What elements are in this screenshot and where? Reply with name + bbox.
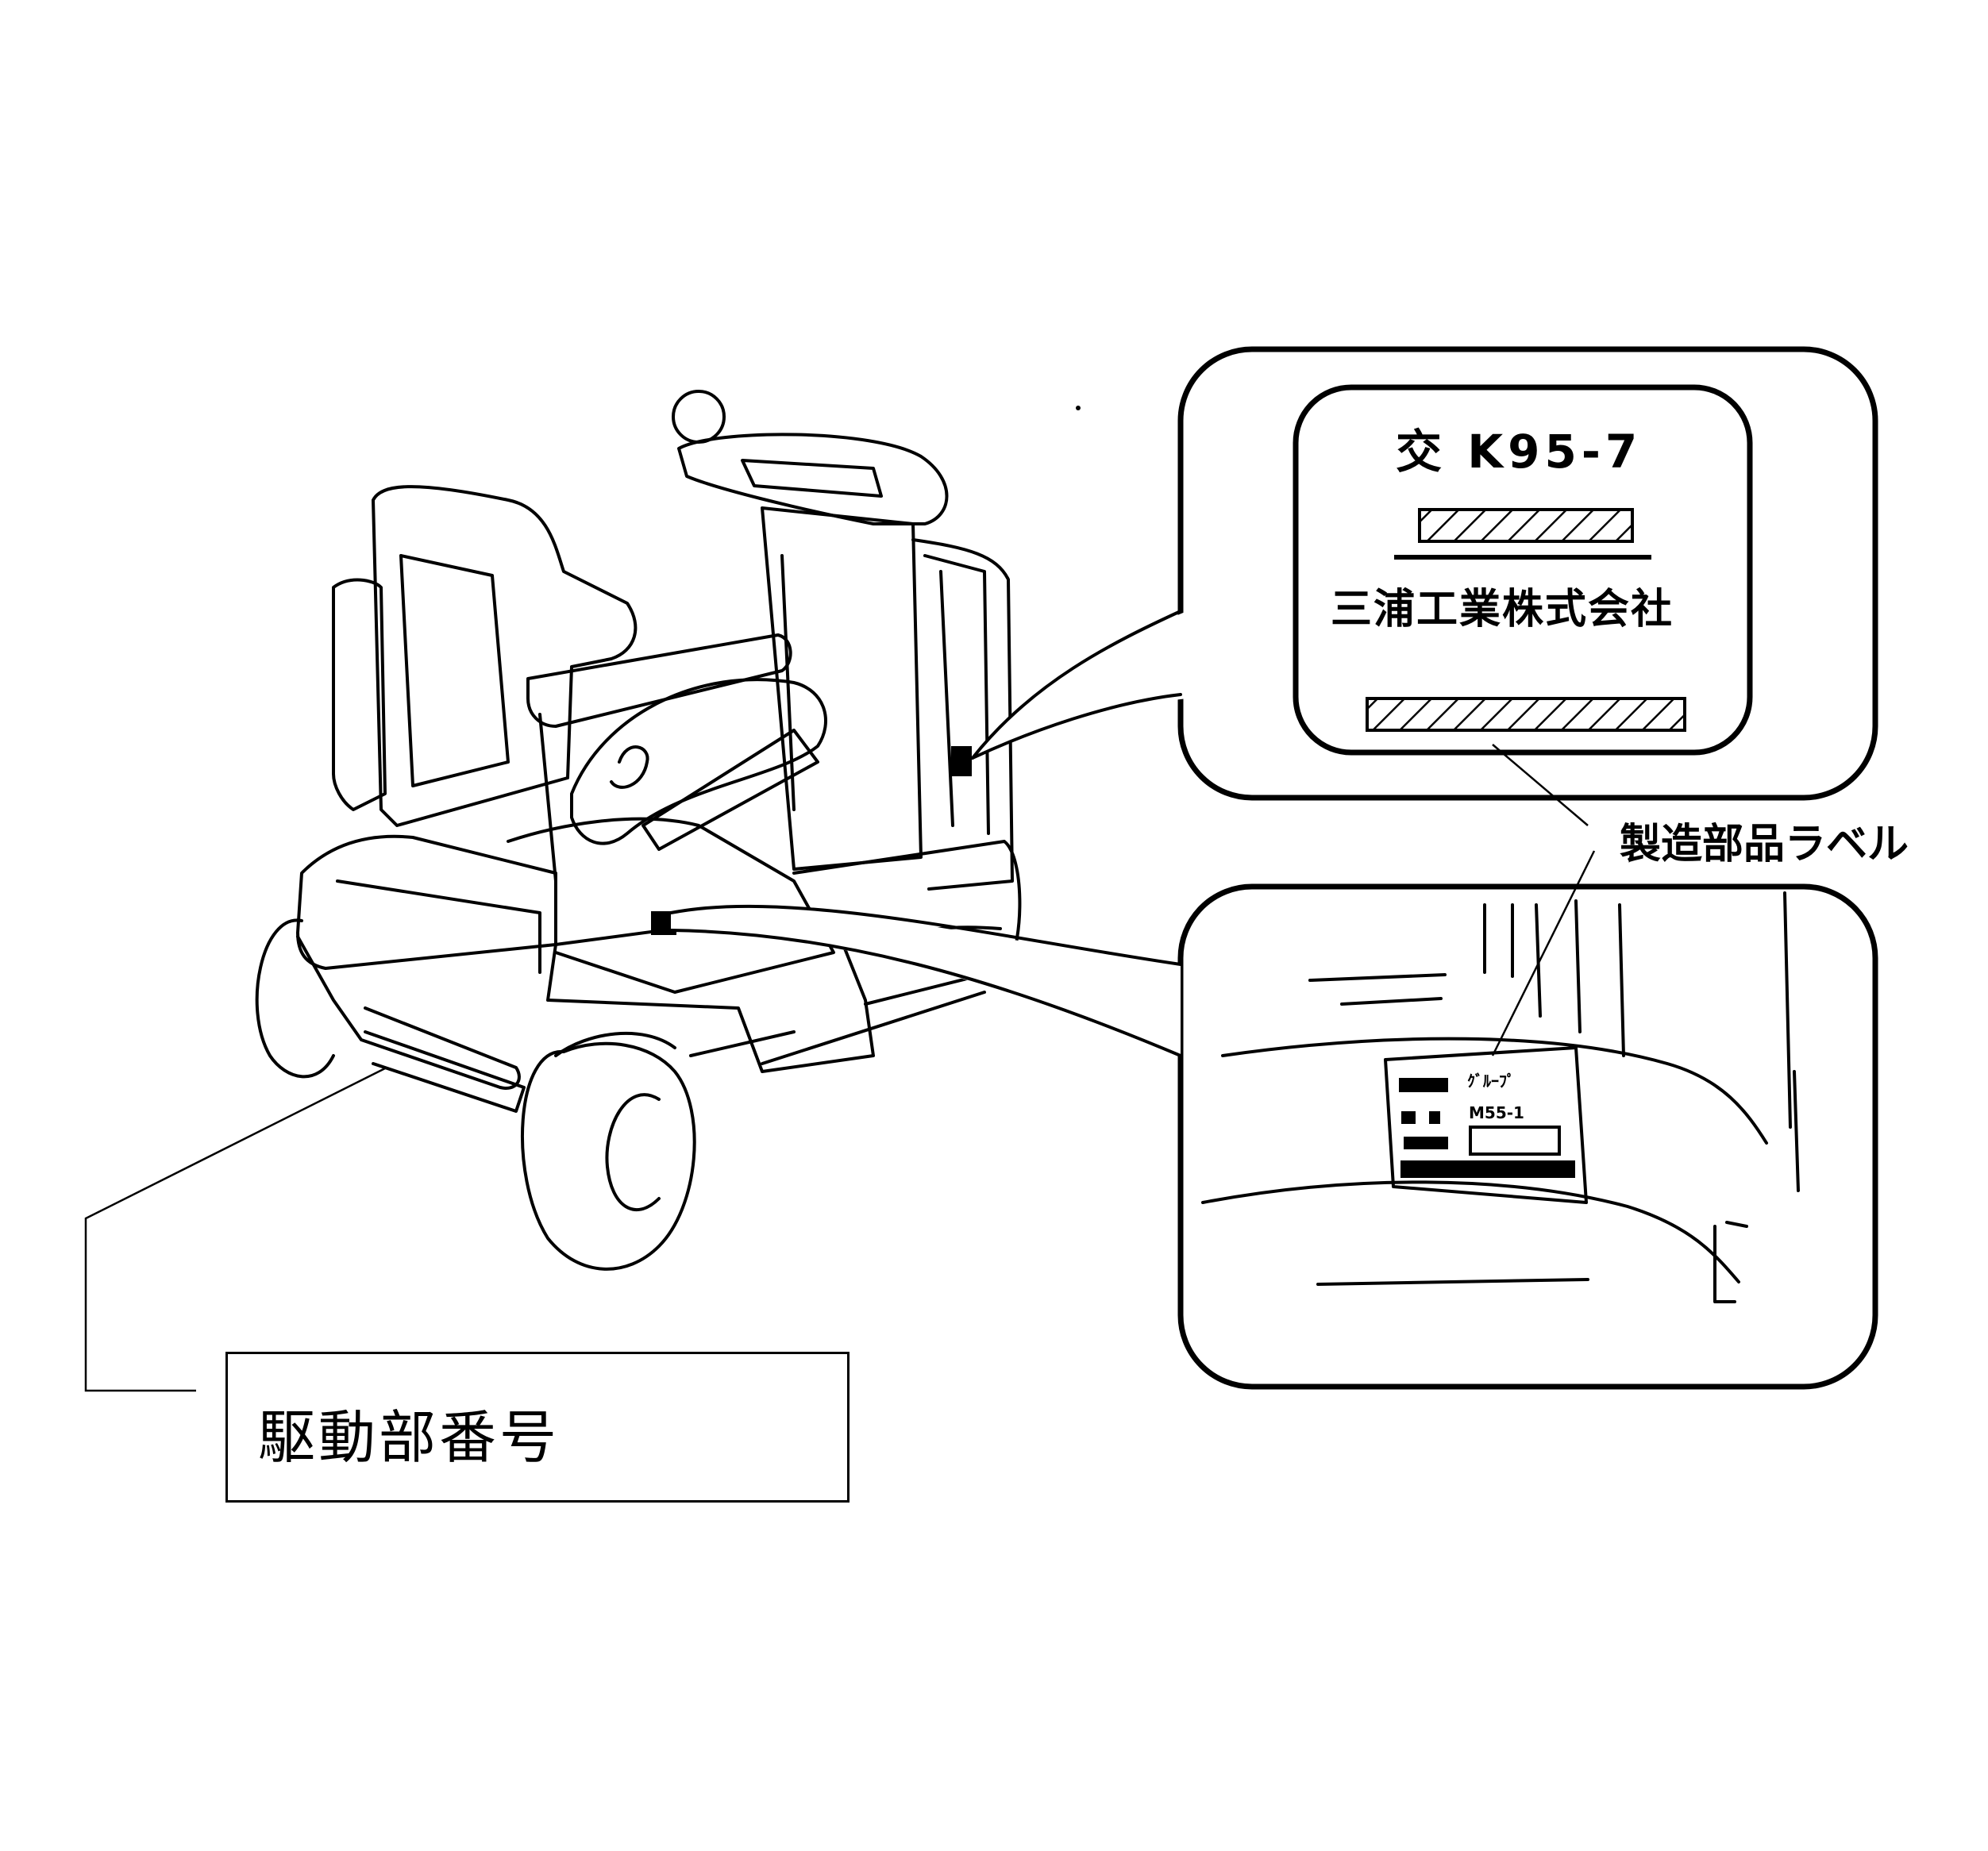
parts-label-row-1: ｸﾞﾙｰﾌﾟ — [1467, 1072, 1515, 1091]
seat-back — [372, 485, 638, 827]
model-code: 交 K95-7 — [1396, 425, 1643, 479]
leader-label-to-part — [1491, 850, 1596, 1056]
leader-plate-to-label — [1492, 744, 1589, 826]
steering-wheel — [570, 678, 827, 845]
leader-drive-number — [84, 1066, 387, 1392]
bumper — [296, 935, 521, 1090]
forklift — [255, 390, 1022, 1271]
overhead-guard — [677, 433, 949, 525]
hatch-bar-bottom — [1366, 697, 1686, 732]
seat-cushion — [526, 633, 792, 728]
mast — [761, 506, 923, 871]
drive-number-label: 駆動部番号 — [258, 1404, 561, 1471]
nameplate-callout — [971, 346, 1878, 801]
company-name: 三浦工業株式会社 — [1331, 586, 1674, 633]
parts-label-title: 製造部品ラベル — [1620, 821, 1909, 868]
drive-number-box: 駆動部番号 — [225, 1352, 850, 1503]
parts-label-row-2: M55-1 — [1469, 1103, 1524, 1122]
label-mark-mast — [951, 746, 972, 776]
right-wheel — [521, 1041, 696, 1271]
parts-label — [1384, 1046, 1588, 1204]
nameplate — [1293, 384, 1753, 756]
front-cowl — [296, 834, 557, 970]
left-wheel — [255, 918, 335, 1079]
steering-knob — [672, 390, 726, 444]
hatch-bar-top — [1418, 508, 1634, 543]
label-location-callout — [669, 883, 1878, 1390]
